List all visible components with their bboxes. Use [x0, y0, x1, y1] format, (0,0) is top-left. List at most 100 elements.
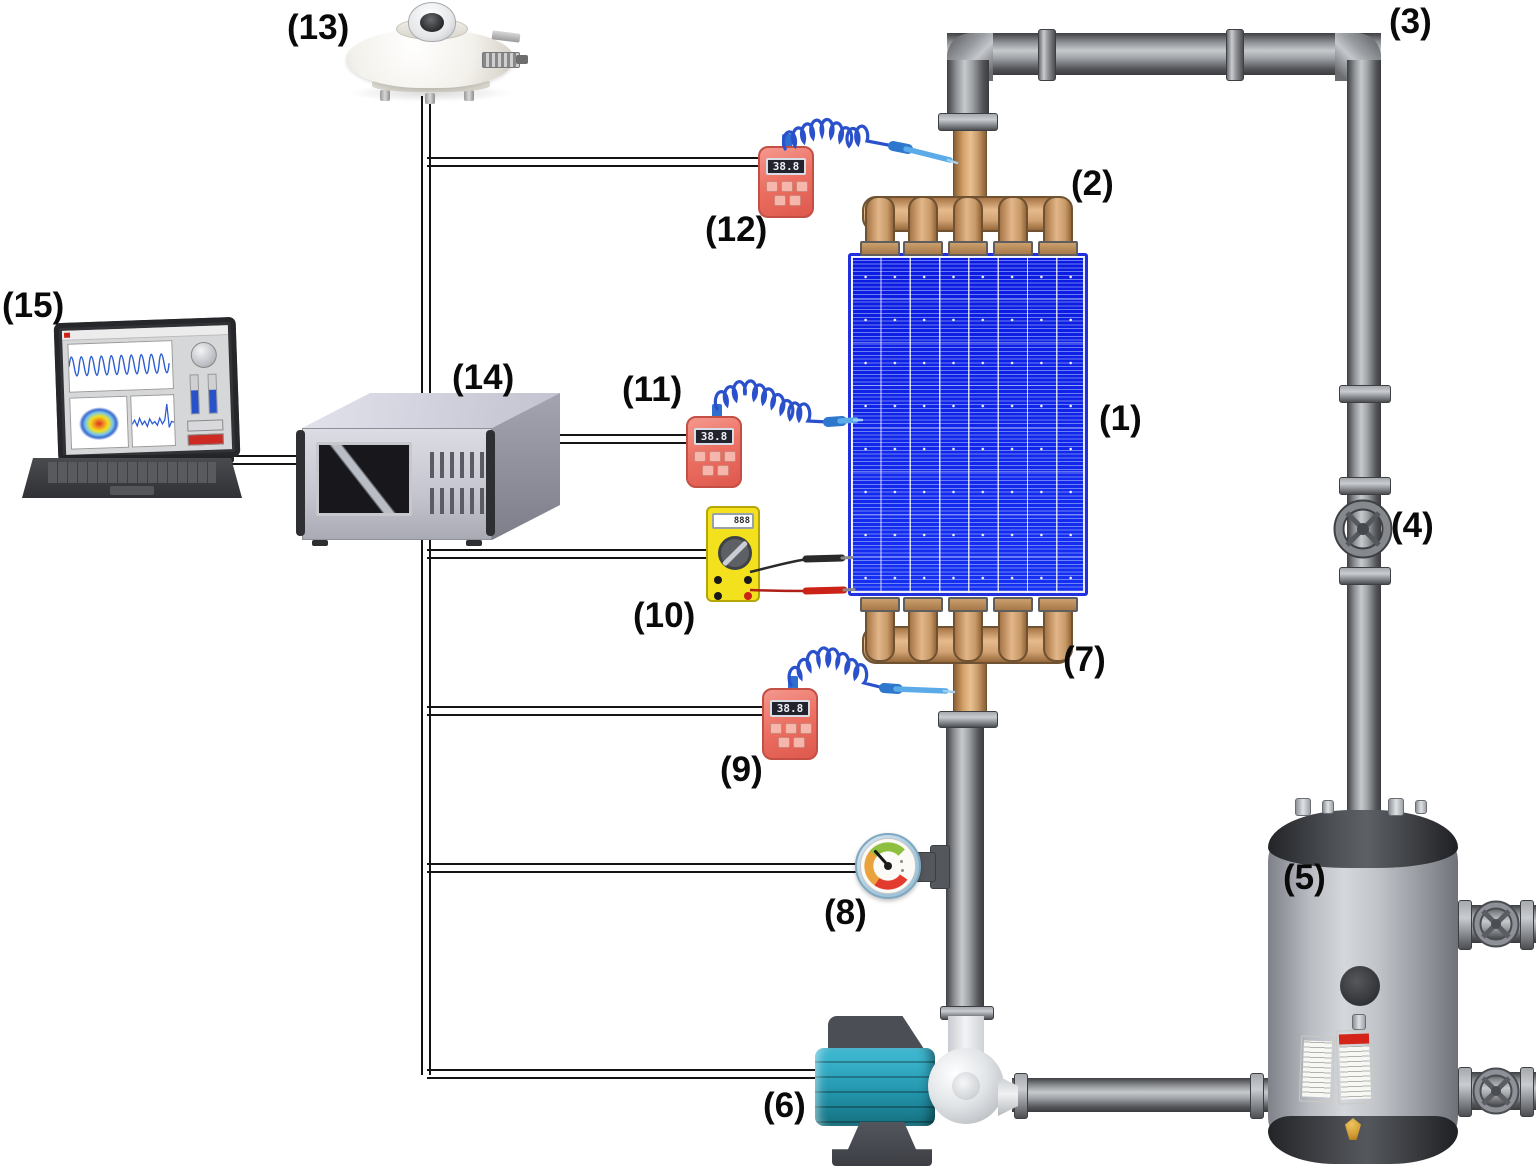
pipe-downcomer-right [1347, 60, 1381, 830]
wire-to-thermometer-9 [427, 706, 764, 716]
sine-trace [68, 353, 170, 377]
riser-cap [903, 597, 943, 612]
tank-top-fitting [1388, 798, 1404, 816]
label-6: (6) [763, 1086, 806, 1125]
knob-control [190, 341, 218, 369]
multimeter-jack [714, 592, 722, 600]
pipe-top-horizontal [947, 33, 1381, 75]
label-11: (11) [622, 370, 683, 409]
manifold-riser [1043, 606, 1073, 662]
riser-cap [993, 241, 1033, 256]
tank-top-cap [1268, 810, 1458, 868]
label-5: (5) [1283, 858, 1326, 897]
thermometer-11-display: 38.8 [694, 428, 734, 445]
tank-spec-label [1298, 1035, 1336, 1103]
stub-flange [1520, 900, 1534, 950]
pump-discharge-cone [998, 1076, 1018, 1116]
thermometer-12-display: 38.8 [766, 158, 806, 175]
label-14: (14) [452, 358, 515, 397]
pv-thermal-collector [848, 253, 1088, 596]
tank-warning-label [1335, 1029, 1375, 1105]
label-9: (9) [720, 750, 763, 789]
manifold-riser [865, 606, 895, 662]
wire-to-pump [427, 1069, 819, 1079]
label-15: (15) [2, 286, 65, 325]
pyranometer-foot [380, 90, 390, 101]
wire-to-multimeter [427, 549, 708, 559]
pyranometer-cable-tip [516, 55, 528, 64]
pyranometer-foot [425, 93, 435, 104]
riser-cap [860, 241, 900, 256]
datalogger-foot [466, 540, 482, 546]
tank-drain-valve [1345, 1118, 1361, 1140]
return-pipe-vertical [946, 724, 984, 1012]
multimeter: 888 [706, 506, 760, 602]
multimeter-red-lead [749, 586, 856, 595]
pipe-flange-right [1339, 385, 1391, 403]
tank-top-fitting [1415, 800, 1427, 814]
surface-peak [76, 404, 122, 443]
riser-cap [1038, 241, 1078, 256]
datalogger-vents [430, 452, 484, 478]
thermometer-9-display: 38.8 [770, 700, 810, 717]
thermometer-12: 38.8 [758, 146, 814, 218]
thermocouple-probe-12 [888, 141, 959, 165]
multimeter-jack [714, 576, 722, 584]
pyranometer-glass-dome [408, 2, 456, 42]
pyranometer-foot [464, 90, 474, 101]
pump-discharge-pipe [1012, 1078, 1274, 1112]
pump-terminal-box [828, 1016, 926, 1052]
pipe-coupling-2 [1226, 29, 1244, 81]
thermometer-11: 38.8 [686, 416, 742, 488]
wire-laptop-to-datalogger [228, 455, 310, 465]
laptop-software-ui [61, 325, 233, 455]
tank-port [1340, 966, 1380, 1006]
laptop-screen [53, 316, 241, 464]
riser-cap [993, 597, 1033, 612]
label-7: (7) [1063, 640, 1106, 679]
valve-flange-bottom [1339, 567, 1391, 585]
riser-cap [903, 241, 943, 256]
label-10: (10) [633, 596, 696, 635]
multimeter-jack-red [744, 592, 752, 600]
wire-to-gauge [427, 863, 859, 873]
ui-button-red [187, 433, 224, 446]
multimeter-display-window: 888 [712, 513, 754, 529]
stub-flange [1458, 900, 1472, 950]
software-menubar [61, 325, 229, 341]
pyranometer-sensor [420, 13, 444, 32]
multimeter-rotary-dial [718, 536, 752, 570]
discharge-flange-right [1250, 1073, 1264, 1119]
manifold-riser [908, 606, 938, 662]
label-12: (12) [705, 210, 768, 249]
thermometer-keypad [766, 181, 808, 206]
tank-small-fitting [1352, 1014, 1366, 1030]
sensor-trunk-wire [421, 96, 431, 1075]
signal-chart [130, 394, 176, 448]
label-4: (4) [1391, 506, 1434, 545]
slider-control [189, 374, 200, 415]
thermocouple-probe-9 [879, 683, 956, 694]
datalogger-handle-left [296, 430, 305, 536]
laptop-keyboard [48, 462, 216, 483]
collector-inlet-copper-pipe [953, 126, 987, 202]
thermometer-keypad [770, 723, 812, 748]
wire-to-thermometer-12 [427, 157, 760, 167]
multimeter-display: 888 [714, 515, 752, 527]
pyranometer-cable-gland [482, 52, 520, 68]
ui-button [187, 419, 224, 432]
datalogger-foot [312, 540, 328, 546]
noise-trace [131, 403, 175, 429]
thermometer-keypad [694, 451, 736, 476]
flow-pressure-gauge [855, 833, 921, 899]
riser-cap [860, 597, 900, 612]
multimeter-jack-black [744, 576, 752, 584]
gauge-dot [901, 869, 904, 872]
surface-plot [69, 395, 130, 450]
outlet-flange [938, 711, 998, 728]
laptop-touchpad [110, 486, 154, 495]
app-icon [63, 332, 71, 338]
waveform-chart [67, 340, 174, 393]
label-3: (3) [1389, 2, 1432, 41]
label-1: (1) [1099, 399, 1142, 438]
